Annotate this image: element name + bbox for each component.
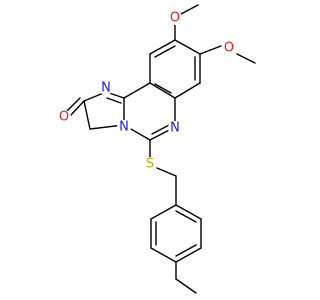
bond-c4a-c8a (149, 82, 176, 99)
bond-ar4-ar5 (175, 247, 202, 263)
atom-o-carbonyl: O (57, 110, 71, 125)
bond-c11-o-right (199, 45, 222, 55)
bond-ar3-ar4 (150, 247, 177, 263)
bond-ch2-ch3 (175, 278, 197, 294)
bond-c5-n3-double (151, 123, 172, 135)
bond-c2-c3 (83, 100, 91, 130)
atom-s: S (143, 157, 157, 172)
bond-o-right-ch3 (236, 53, 256, 64)
bond-c12-c4a (174, 82, 201, 99)
bond-c9-c10-double (154, 45, 176, 58)
bond-c2-o-double (65, 97, 81, 113)
bond-ar1-ar2 (150, 204, 177, 220)
atom-n1: N (99, 81, 113, 96)
structure-diagram: N O N N S O O (57, 4, 256, 294)
bond-ar6-ar1 (175, 204, 202, 220)
bond-ar6-ar1-double (175, 210, 197, 223)
molecule-drawing: N O N N S O O (57, 4, 256, 294)
bond-s-ch2 (156, 167, 177, 177)
atom-n1-label: N (101, 81, 111, 96)
atom-o-methoxy-top: O (168, 11, 182, 26)
bond-c10-c11 (174, 39, 201, 55)
atom-s-label: S (146, 157, 154, 172)
atom-o-methoxy-right-label: O (224, 41, 234, 56)
bond-c2-o (69, 100, 85, 117)
atom-n-bridge: N (117, 120, 131, 135)
atom-o-methoxy-top-label: O (170, 11, 180, 26)
atom-o-methoxy-right: O (222, 41, 236, 56)
atom-o-carbonyl-label: O (59, 110, 69, 125)
bond-c9b-n1-double (106, 97, 122, 104)
bond-c4a-c8a-double (154, 83, 172, 94)
bond-ar4-ar5-double (175, 244, 197, 257)
atom-n3-label: N (170, 121, 180, 136)
atom-n-bridge-label: N (119, 120, 129, 135)
bond-o-top-ch3 (180, 4, 199, 15)
bond-c9-c10 (149, 39, 176, 55)
atom-n3: N (168, 121, 182, 136)
atom-labels: N O N N S O O (57, 11, 236, 172)
bond-c8a-c9b (123, 82, 151, 99)
